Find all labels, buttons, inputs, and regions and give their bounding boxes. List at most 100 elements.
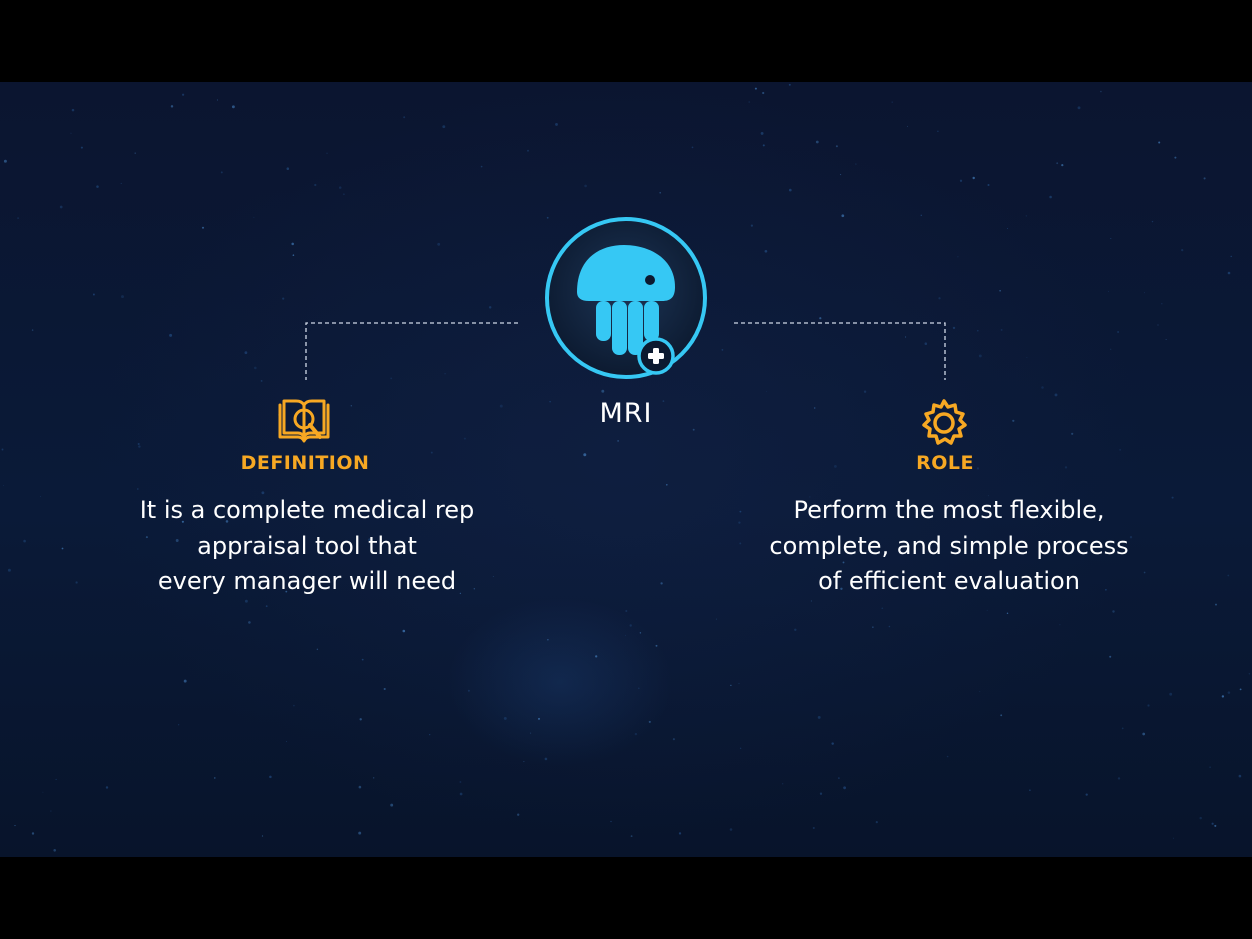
star [316,648,319,651]
star [1112,610,1115,613]
star [1012,419,1015,422]
star [1041,386,1044,389]
star [1144,292,1145,294]
star [1199,816,1202,820]
star [1,448,4,451]
star [595,655,598,658]
star [183,679,187,683]
star [96,185,99,188]
star [170,105,174,108]
star [499,404,503,408]
star [14,825,16,827]
star [121,295,124,299]
star [715,618,717,620]
star [216,99,218,101]
star [583,453,587,457]
star [488,306,492,309]
star [986,609,988,611]
star [739,747,742,750]
star [760,131,764,135]
star [840,174,842,176]
star [987,183,990,187]
star [978,354,982,358]
star [120,182,122,184]
star [402,629,406,633]
star [601,389,605,393]
star [1143,571,1146,574]
star [1077,586,1080,588]
star [358,831,362,835]
star [544,757,548,761]
star [881,607,884,610]
star [1121,727,1124,730]
star [815,140,819,144]
star [938,297,941,300]
role-line-3: of efficient evaluation [818,567,1080,595]
star [819,317,822,320]
star [359,718,362,721]
star [181,520,184,523]
star [269,775,272,779]
star [361,658,364,661]
star [459,781,462,783]
star [809,496,811,498]
star [660,582,663,585]
role-description: Perform the most flexible, complete, and… [739,493,1159,600]
star [343,193,345,196]
star [555,122,558,126]
star [244,351,248,355]
star [467,689,470,692]
star [959,179,963,182]
star [326,152,328,154]
star [979,690,981,692]
star [1105,589,1107,591]
star [952,326,956,330]
star [549,401,551,403]
connector-lines [305,322,946,380]
star [872,626,874,628]
star [1215,603,1217,606]
star [1110,237,1112,240]
star [517,813,520,816]
star [383,687,386,691]
star [655,644,658,647]
star [75,581,78,584]
star [1000,714,1003,717]
star [762,144,765,147]
star [1209,766,1211,769]
star [764,249,768,253]
star [17,217,20,220]
star [1064,466,1068,469]
definition-line-2: appraisal tool that [197,531,417,560]
star [137,442,140,446]
star [1026,357,1028,358]
star [175,539,179,542]
star [92,293,95,296]
star [261,835,264,837]
mri-logo [544,217,708,381]
star [220,171,223,174]
star [1161,302,1163,305]
star [1117,331,1120,333]
star [53,849,56,852]
star [1181,249,1184,252]
star [1151,220,1154,223]
star [648,720,651,723]
star [937,130,939,132]
star [625,610,628,612]
star [1147,704,1150,707]
star [1211,822,1214,825]
star [812,826,815,830]
letterbox-bottom [0,857,1252,939]
star [286,740,287,742]
star [134,152,136,154]
star [842,561,845,564]
star [286,167,290,170]
star [59,205,63,209]
star [691,146,694,149]
star [261,491,265,495]
star [1142,732,1146,736]
star [1230,255,1232,258]
star [639,632,642,634]
star [350,405,352,407]
